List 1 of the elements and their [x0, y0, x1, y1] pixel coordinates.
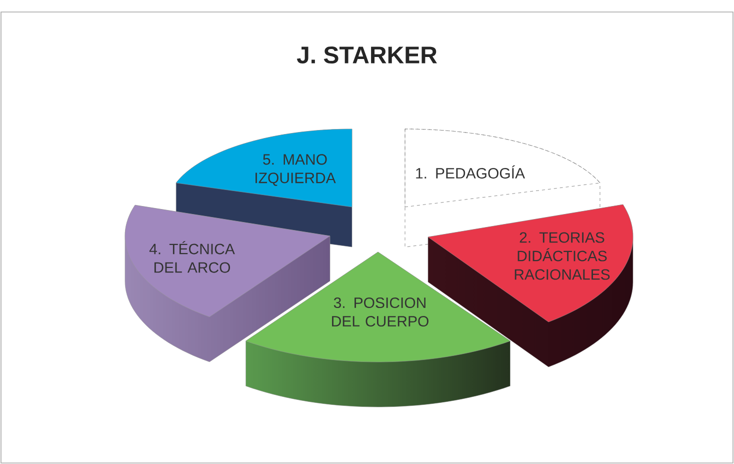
chart-title: J. STARKER	[296, 46, 437, 64]
